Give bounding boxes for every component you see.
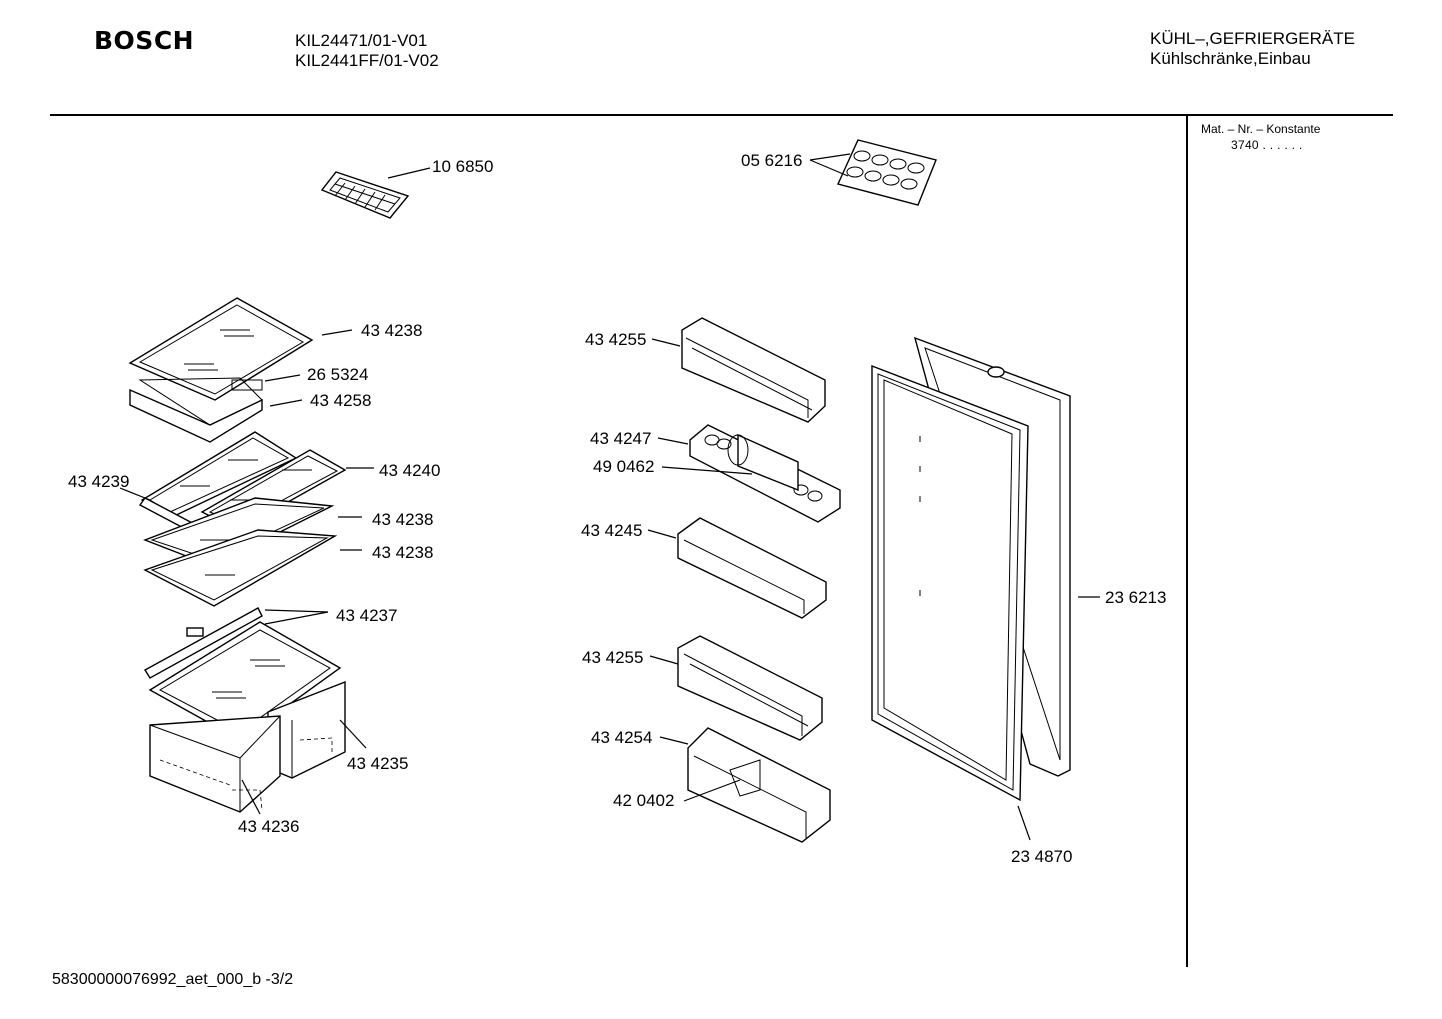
ice-tray-drawing [320,171,410,219]
butter-shelf-drawing [689,424,841,523]
model-number-2: KIL2441FF/01-V02 [295,51,439,70]
shelf-drawer-drawing [129,377,263,443]
part-label-door-shelf-top: 43 4255 [585,330,646,349]
brand-logo: BOSCH [94,26,195,55]
category-line-1: KÜHL–,GEFRIERGERÄTE [1150,29,1355,48]
part-label-glass-shelf-3: 43 4238 [372,543,433,562]
part-label-door-shelf-mid: 43 4245 [581,521,642,540]
part-label-shelf-drawer: 43 4258 [310,391,371,410]
appliance-category: KÜHL–,GEFRIERGERÄTE Kühlschränke,Einbau [1150,29,1355,69]
part-label-crisper-cover: 43 4237 [336,606,397,625]
part-label-egg-tray: 05 6216 [741,151,802,170]
bottle-shelf-drawing [687,727,831,843]
part-label-glass-shelf-2: 43 4238 [372,510,433,529]
door-shelf-top-drawing [681,317,826,423]
part-label-door-gasket: 23 4870 [1011,847,1072,866]
model-number-1: KIL24471/01-V01 [295,31,428,50]
part-label-split-shelf-left: 43 4239 [68,472,129,491]
part-label-crisper-left: 43 4236 [238,817,299,836]
sidebar-divider [1186,115,1188,967]
part-label-bottle-shelf: 43 4254 [591,728,652,747]
egg-tray-drawing [837,139,937,206]
part-label-glass-shelf-top: 43 4238 [361,321,422,340]
part-label-shelf-bracket: 26 5324 [307,365,368,384]
door-gasket-drawing [871,364,1029,802]
model-numbers: KIL24471/01-V01 KIL2441FF/01-V02 [295,31,439,71]
split-shelf-drawing [138,431,347,607]
part-label-door-shelf-lower: 43 4255 [582,648,643,667]
part-label-butter-lid: 49 0462 [593,457,654,476]
document-id: 58300000076992_aet_000_b -3/2 [52,971,294,988]
material-number-value: 3740 . . . . . . [1231,138,1303,152]
crisper-left-drawing [149,715,281,813]
glass-shelf-top-drawing [128,297,314,401]
category-line-2: Kühlschränke,Einbau [1150,49,1311,68]
part-label-butter-shelf: 43 4247 [590,429,651,448]
part-label-door-panel: 23 6213 [1105,588,1166,607]
part-label-split-shelf-right: 43 4240 [379,461,440,480]
part-label-bottle-divider: 42 0402 [613,791,674,810]
header-divider [50,114,1393,116]
door-shelf-mid-drawing [677,517,827,619]
material-number-label: Mat. – Nr. – Konstante [1201,122,1321,136]
crisper-cover-drawing [144,607,342,741]
part-label-crisper-right: 43 4235 [347,754,408,773]
part-label-ice-tray: 10 6850 [432,157,493,176]
door-shelf-lower-drawing [677,635,823,741]
